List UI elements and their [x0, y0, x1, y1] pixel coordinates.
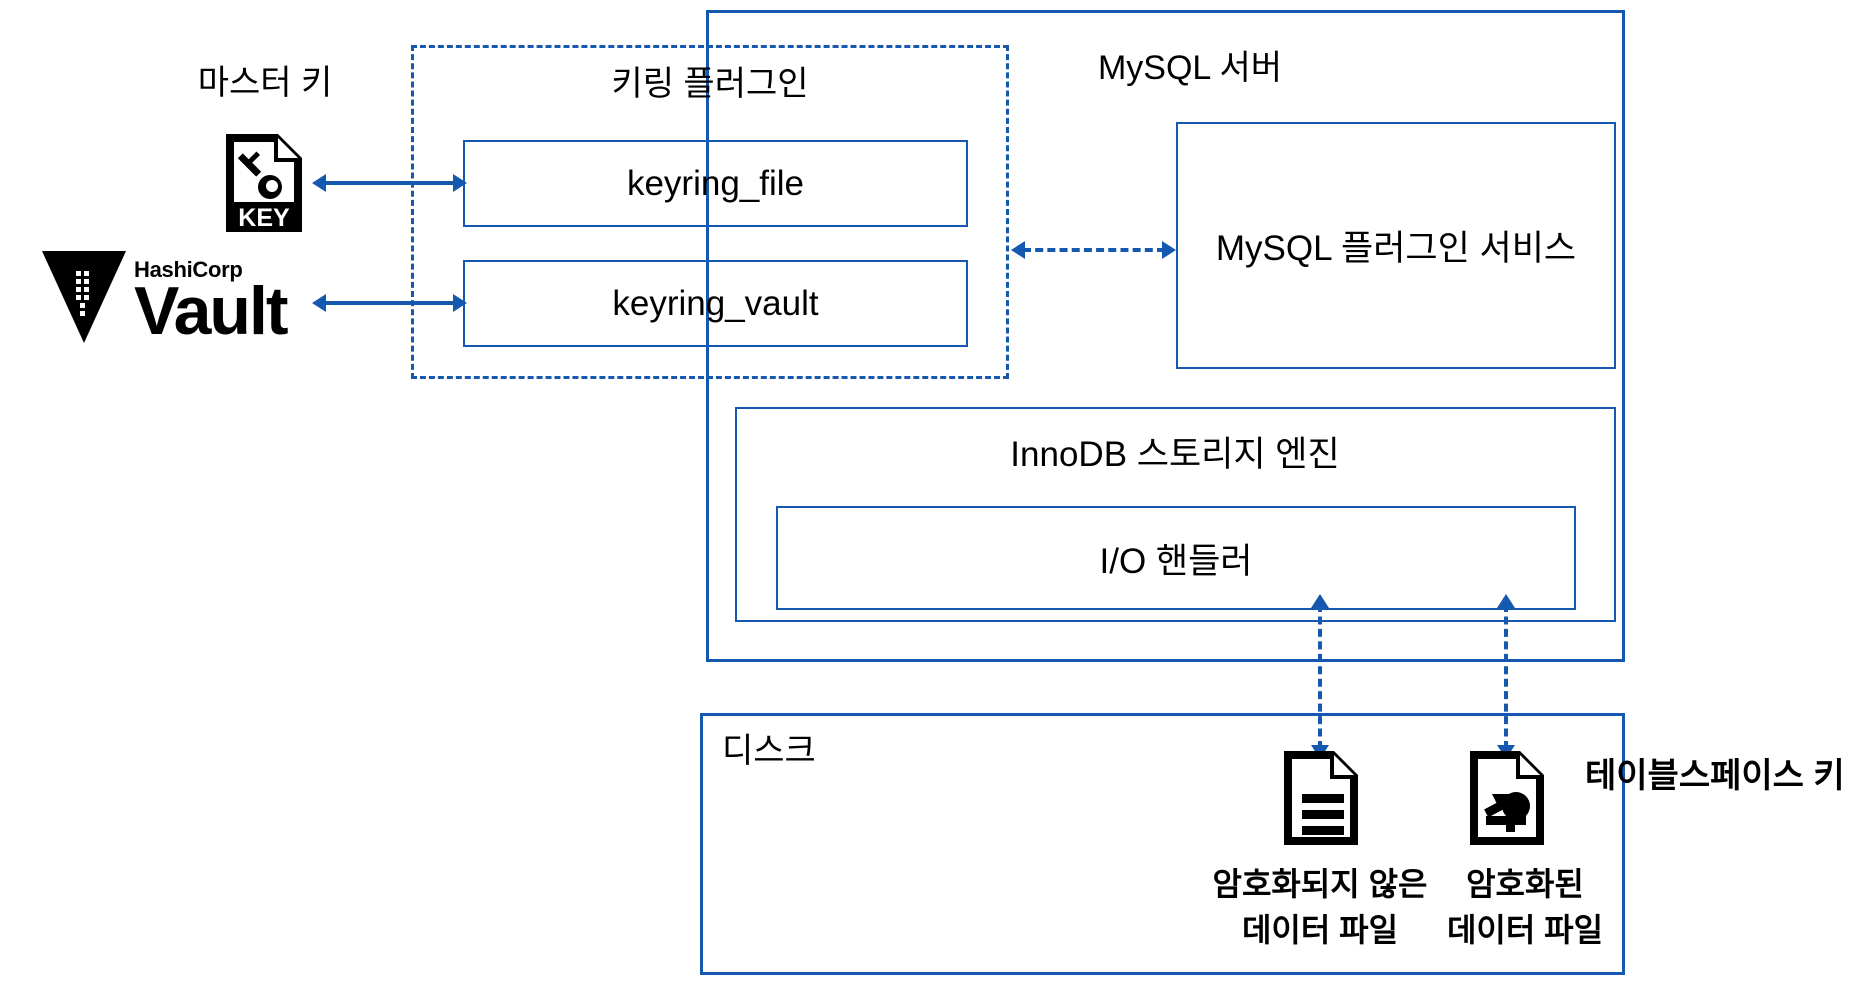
encrypted-document-file-icon — [1464, 748, 1548, 848]
mysql-server-title: MySQL 서버 — [1097, 49, 1283, 87]
arrow-masterkey-keyringfile-line — [322, 181, 455, 185]
arrow-keyring-pluginservice-line — [1023, 248, 1165, 252]
unencrypted-file-label-line1: 암호화되지 않은 — [1212, 866, 1428, 902]
arrow-iohandler-encrypted-line — [1504, 604, 1508, 749]
document-file-icon — [1278, 748, 1362, 848]
mysql-plugin-service-label: MySQL 플러그인 서비스 — [1215, 229, 1577, 268]
keyring-vault-label: keyring_vault — [612, 283, 819, 323]
arrow-vault-keyringvault-line — [322, 301, 455, 305]
encrypted-file-label-line2: 데이터 파일 — [1446, 912, 1604, 948]
hashicorp-vault-logo: HashiCorp Vault — [40, 245, 288, 349]
mysql-plugin-service-box[interactable] — [1176, 122, 1616, 369]
key-file-icon: KEY — [222, 130, 306, 236]
arrow-iohandler-unencrypted-head-up — [1311, 594, 1329, 608]
arrow-keyring-pluginservice-head-left — [1011, 241, 1025, 259]
arrow-masterkey-keyringfile-head-right — [453, 174, 467, 192]
hashicorp-vault-logo-icon — [42, 251, 126, 343]
keyring-plugin-box — [411, 45, 1009, 379]
arrow-keyring-pluginservice-head-right — [1162, 241, 1176, 259]
arrow-vault-keyringvault-head-left — [312, 294, 326, 312]
disk-title: 디스크 — [722, 732, 816, 770]
arrow-iohandler-unencrypted-line — [1318, 604, 1322, 749]
io-handler-box[interactable] — [776, 506, 1576, 610]
mysql-server-box — [706, 10, 1625, 662]
tablespace-key-label: 테이블스페이스 키 — [1585, 757, 1845, 795]
arrow-iohandler-encrypted-head-up — [1497, 594, 1515, 608]
vault-vendor-label: HashiCorp — [134, 257, 243, 282]
key-file-icon-text: KEY — [238, 204, 290, 232]
arrow-vault-keyringvault-head-right — [453, 294, 467, 312]
master-key-label: 마스터 키 — [197, 64, 333, 102]
innodb-storage-engine-label: InnoDB 스토리지 엔진 — [1010, 435, 1340, 474]
keyring-plugin-title: 키링 플러그인 — [611, 65, 809, 103]
io-handler-label: I/O 핸들러 — [1099, 541, 1253, 581]
encrypted-file-label-line1: 암호화된 — [1466, 866, 1584, 902]
unencrypted-file-label-line2: 데이터 파일 — [1241, 912, 1399, 948]
arrow-masterkey-keyringfile-head-left — [312, 174, 326, 192]
vault-product-label: Vault — [134, 273, 288, 349]
disk-box — [700, 713, 1625, 975]
innodb-storage-engine-box[interactable] — [735, 407, 1616, 622]
keyring-file-label: keyring_file — [626, 163, 805, 203]
